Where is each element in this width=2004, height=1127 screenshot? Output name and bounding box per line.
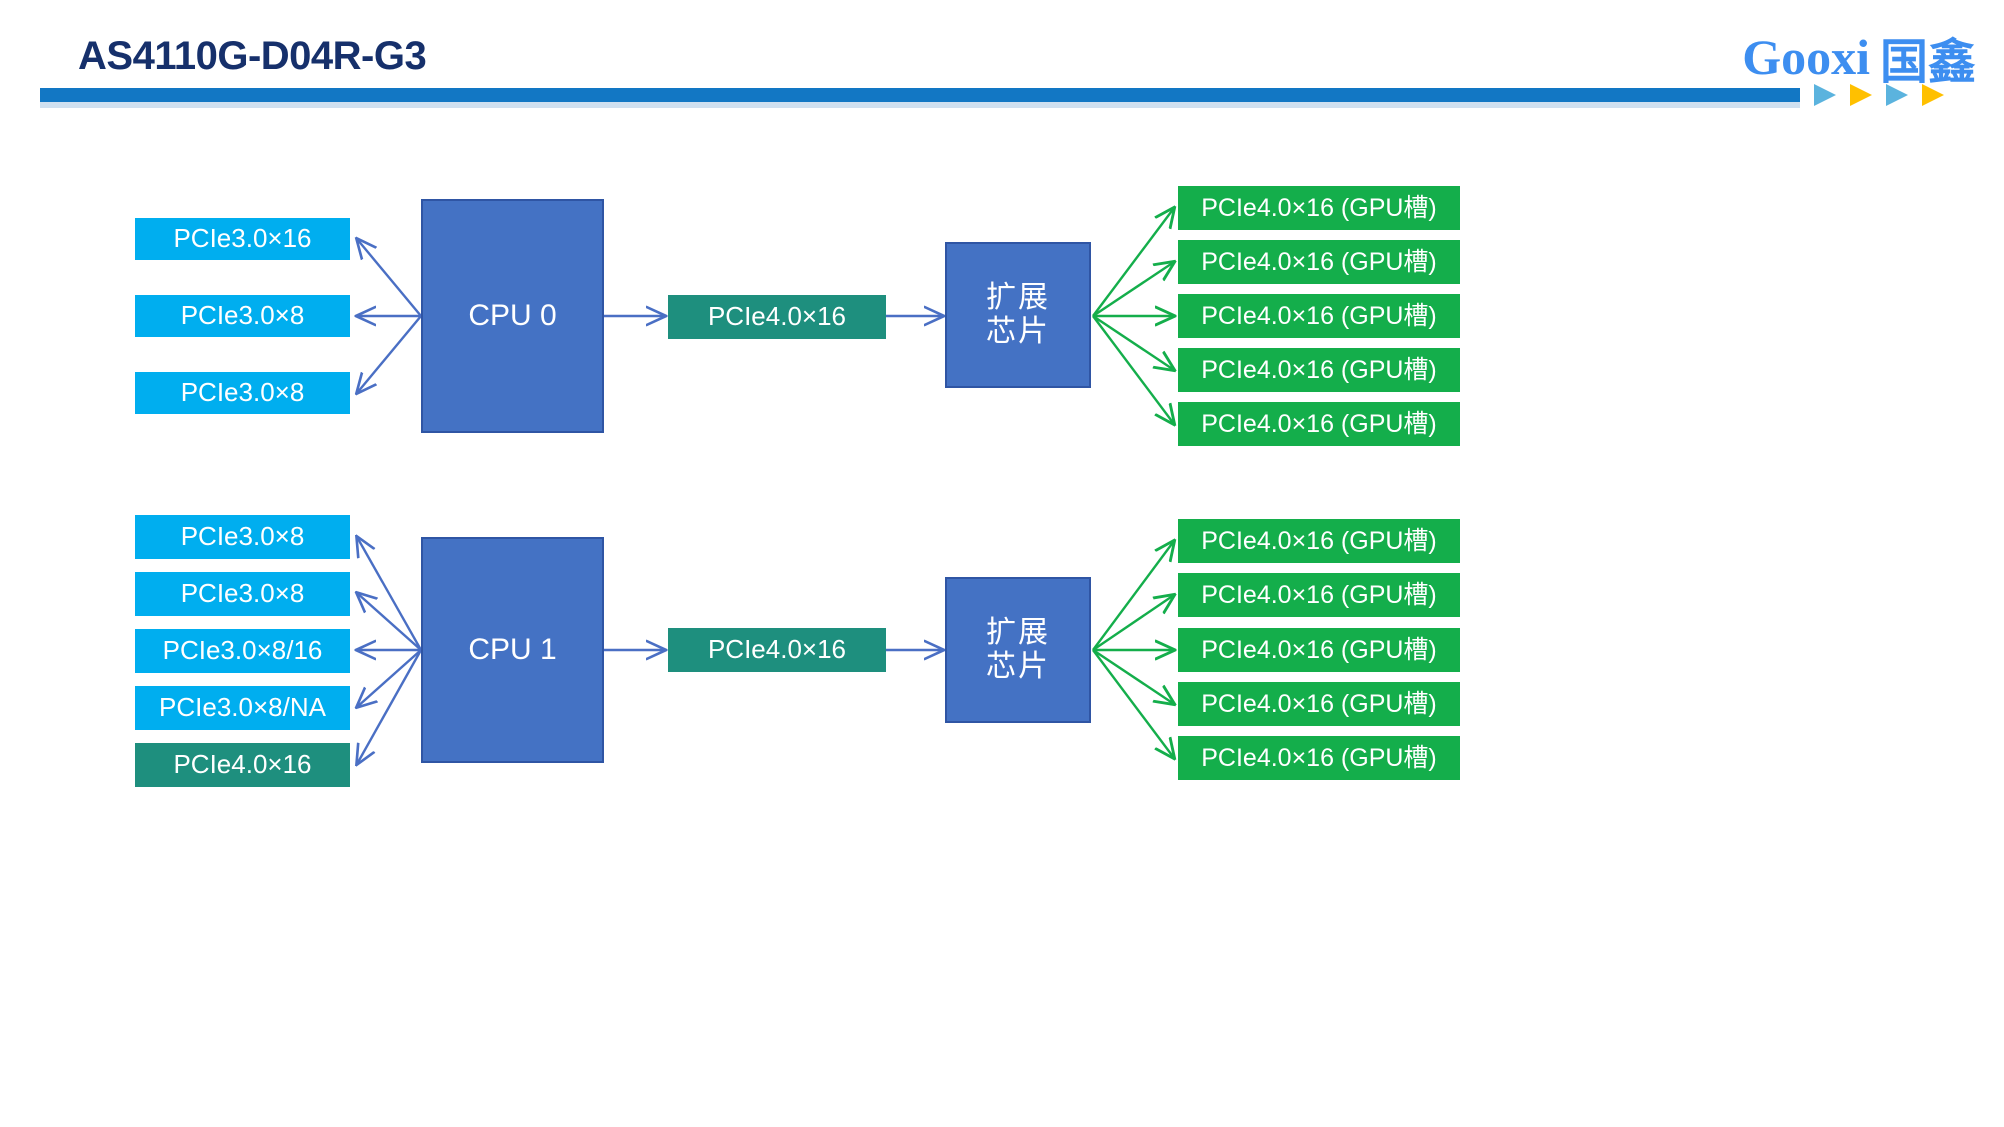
cpu0-slot-2[interactable]: PCIe3.0×8 — [135, 295, 350, 337]
triangle-icon-1 — [1814, 84, 1836, 106]
brand-latin-text: Gooxi — [1742, 29, 1870, 85]
cpu1-uplink-box[interactable]: PCIe4.0×16 — [668, 628, 886, 672]
cpu1-gpu-slot-5[interactable]: PCIe4.0×16 (GPU槽) — [1178, 736, 1460, 780]
cpu0-gpu-slot-5[interactable]: PCIe4.0×16 (GPU槽) — [1178, 402, 1460, 446]
cpu0-slot-3[interactable]: PCIe3.0×8 — [135, 372, 350, 414]
cpu1-gpu-slot-1[interactable]: PCIe4.0×16 (GPU槽) — [1178, 519, 1460, 563]
cpu1-switch-box[interactable]: 扩展 芯片 — [945, 577, 1091, 723]
cpu0-gpu-slot-4[interactable]: PCIe4.0×16 (GPU槽) — [1178, 348, 1460, 392]
cpu0-gpu-slot-2[interactable]: PCIe4.0×16 (GPU槽) — [1178, 240, 1460, 284]
cpu1-left-connectors — [357, 537, 423, 764]
header-accent-bar — [40, 88, 1800, 102]
triangle-icon-4 — [1922, 84, 1944, 106]
page-title: AS4110G-D04R-G3 — [78, 34, 427, 78]
cpu0-slot-1[interactable]: PCIe3.0×16 — [135, 218, 350, 260]
cpu1-slot-4[interactable]: PCIe3.0×8/NA — [135, 686, 350, 730]
cpu0-switch-line1: 扩展 — [986, 279, 1050, 315]
cpu0-uplink-box[interactable]: PCIe4.0×16 — [668, 295, 886, 339]
cpu1-slot-3[interactable]: PCIe3.0×8/16 — [135, 629, 350, 673]
cpu1-switch-to-gpu-connectors — [1092, 541, 1174, 758]
cpu1-switch-line1: 扩展 — [986, 614, 1050, 650]
triangle-icon-3 — [1886, 84, 1908, 106]
cpu1-slot-2[interactable]: PCIe3.0×8 — [135, 572, 350, 616]
cpu0-gpu-slot-3[interactable]: PCIe4.0×16 (GPU槽) — [1178, 294, 1460, 338]
cpu1-switch-line2: 芯片 — [986, 649, 1050, 684]
triangle-icon-2 — [1850, 84, 1872, 106]
cpu1-box[interactable]: CPU 1 — [421, 537, 604, 763]
header-triangle-row — [1814, 84, 1944, 106]
cpu1-gpu-slot-4[interactable]: PCIe4.0×16 (GPU槽) — [1178, 682, 1460, 726]
cpu0-left-connectors — [357, 239, 422, 393]
cpu0-switch-line2: 芯片 — [986, 314, 1050, 349]
cpu1-gpu-slot-2[interactable]: PCIe4.0×16 (GPU槽) — [1178, 573, 1460, 617]
header-accent-bar-shadow — [40, 102, 1800, 108]
cpu0-box[interactable]: CPU 0 — [421, 199, 604, 433]
cpu0-switch-box[interactable]: 扩展 芯片 — [945, 242, 1091, 388]
cpu0-switch-to-gpu-connectors — [1092, 208, 1174, 424]
cpu0-gpu-slot-1[interactable]: PCIe4.0×16 (GPU槽) — [1178, 186, 1460, 230]
brand-cjk-text: 国鑫 — [1879, 34, 1976, 90]
cpu1-slot-5[interactable]: PCIe4.0×16 — [135, 743, 350, 787]
cpu1-slot-1[interactable]: PCIe3.0×8 — [135, 515, 350, 559]
cpu1-gpu-slot-3[interactable]: PCIe4.0×16 (GPU槽) — [1178, 628, 1460, 672]
